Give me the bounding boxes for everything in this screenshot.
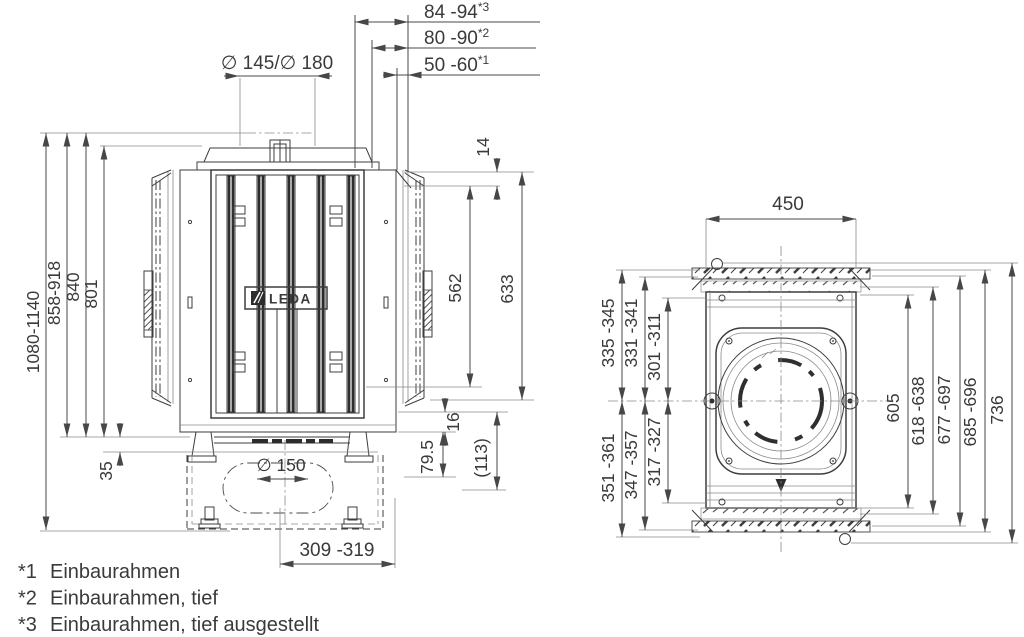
top-view-width-dimension: 450 (705, 194, 857, 267)
front-view: LEDA (23, 0, 540, 568)
footnote-3-marker: *3 (18, 614, 37, 636)
mounting-frame-left-wing (143, 169, 174, 407)
top-view-right-dimensions: 605 618 -638 677 -697 685 -696 736 (723, 262, 1018, 544)
dim-left-upper-3: 301 -311 (644, 313, 664, 381)
brand-label: LEDA (269, 292, 312, 307)
dim-left-lower-3: 317 -327 (644, 417, 664, 486)
dim-depth-2: 80 -90*2 (424, 26, 490, 49)
dim-width-450: 450 (772, 194, 804, 215)
base-opening (222, 462, 334, 514)
hook-top-icon (711, 258, 723, 270)
dim-right-685-696: 685 -696 (960, 377, 980, 446)
dim-side-562: 562 (445, 273, 465, 302)
dim-side-633: 633 (497, 274, 517, 303)
dim-depth-3: 50 -60*1 (424, 53, 490, 76)
dim-base-diameter: ∅ 150 (256, 455, 306, 475)
dim-right-736: 736 (987, 395, 1007, 424)
dim-side-16: 16 (443, 412, 463, 431)
dim-plinth-offset: 35 (96, 461, 116, 480)
top-view: 450 335 -345 331 -341 301 -311 351 -361 … (598, 194, 1018, 552)
dim-left-upper-2: 331 -341 (621, 298, 641, 367)
dim-base-width: 309 -319 (299, 540, 374, 561)
pedestal-feet (198, 506, 364, 529)
dim-depth-1: 84 -94*3 (424, 0, 490, 23)
footnote-2-text: Einbaurahmen, tief (50, 588, 218, 610)
pedestal-outline (40, 436, 384, 532)
footnotes: *1 Einbaurahmen *2 Einbaurahmen, tief *3… (18, 561, 319, 636)
top-collar (196, 139, 380, 171)
dim-right-618-638: 618 -638 (908, 376, 928, 445)
top-view-left-dimensions: 335 -345 331 -341 301 -311 351 -361 347 … (598, 269, 706, 538)
footnote-1-marker: *1 (18, 561, 37, 583)
dim-height-2: 858-918 (44, 261, 64, 325)
side-dimensions: 14 562 633 16 79.5 (113) (366, 137, 534, 491)
dim-side-113: (113) (471, 438, 491, 478)
door-grille: LEDA (210, 169, 365, 419)
dim-left-upper-1: 335 -345 (598, 298, 618, 367)
dim-height-3: 840 (63, 272, 83, 301)
base-dimensions: ∅ 150 309 -319 (256, 455, 396, 568)
grille-clips (232, 205, 343, 373)
height-dimensions: 1080-1140 858-918 840 801 35 (23, 133, 124, 530)
dim-left-lower-1: 351 -361 (598, 433, 618, 502)
dim-height-1: 1080-1140 (23, 291, 43, 374)
flue-connector (40, 78, 316, 147)
mounting-frame-right-wing (402, 169, 433, 407)
front-view-dimensions: ∅ 145/∅ 180 84 -94*3 80 -90*2 50 (23, 0, 540, 568)
dim-side-79-5: 79.5 (417, 440, 437, 474)
dim-side-14: 14 (473, 137, 493, 157)
brand-plate: LEDA (244, 286, 328, 310)
footnote-3-text: Einbaurahmen, tief ausgestellt (50, 614, 319, 636)
hook-bottom-icon (839, 533, 851, 545)
dim-flue-diameter: ∅ 145/∅ 180 (221, 53, 333, 74)
dim-left-lower-2: 347 -357 (621, 430, 641, 499)
footnote-2-marker: *2 (18, 588, 37, 610)
dim-right-677-697: 677 -697 (934, 375, 954, 444)
dim-right-605: 605 (883, 393, 903, 422)
center-arrow-icon (775, 479, 787, 492)
dim-height-4: 801 (81, 279, 101, 308)
depth-dimensions: 84 -94*3 80 -90*2 50 -60*1 (354, 0, 540, 189)
legs (187, 431, 374, 463)
footnote-1-text: Einbaurahmen (50, 561, 180, 583)
